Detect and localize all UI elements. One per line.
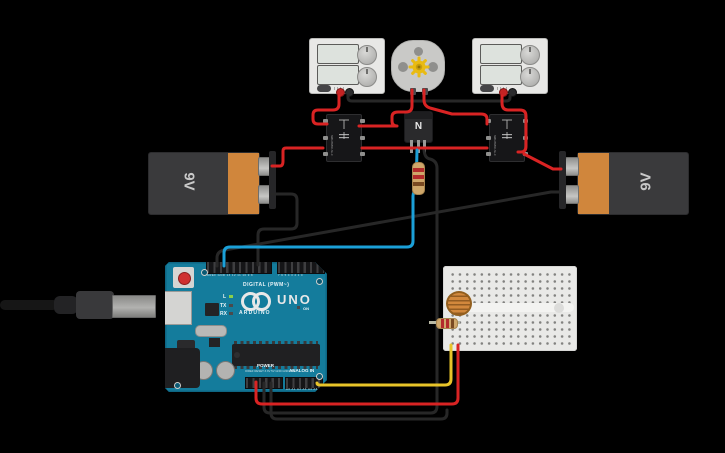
wire-blue-pin13-to-transistor[interactable] <box>222 148 419 268</box>
current-knob[interactable] <box>357 67 377 87</box>
led-rx-icon <box>229 312 233 315</box>
digital-section-label: DIGITAL (PWM~) <box>243 282 290 288</box>
digital-pin-labels-a: AREF GND 13 12 11 10 9 8 <box>207 274 254 277</box>
chip-notch <box>234 352 240 358</box>
motor-screw-hole <box>414 47 423 56</box>
breadboard-logo <box>554 303 564 313</box>
motor-screw-hole <box>398 62 408 72</box>
relay-spdt-left[interactable]: SRD-05VDC-SL-C <box>323 114 365 162</box>
resistor-gate[interactable] <box>412 162 425 195</box>
voltage-knob[interactable] <box>520 45 540 65</box>
barrel-jack[interactable] <box>165 348 200 388</box>
led-l-icon <box>229 295 233 298</box>
on-led-label: ON <box>303 306 309 311</box>
capacitor <box>216 361 235 380</box>
usb-plug-body[interactable] <box>76 291 114 319</box>
power-supply-left[interactable] <box>309 38 385 97</box>
crystal-oscillator <box>195 325 227 337</box>
breadboard-groove <box>446 303 574 312</box>
wire-red-battery-left-positive[interactable] <box>270 146 325 168</box>
power-supply-right[interactable] <box>472 38 548 97</box>
wire-black-psu-to-psu[interactable] <box>346 94 512 103</box>
arduino-uno-board[interactable]: AREF GND 13 12 11 10 9 8 7 6 5 4 3 2 1 0… <box>165 262 327 392</box>
photoresistor-ldr[interactable] <box>446 291 472 316</box>
nmos-transistor[interactable]: N <box>404 111 433 143</box>
atmega328-chip <box>232 344 320 366</box>
arduino-logo-icon <box>252 292 271 311</box>
analog-header[interactable] <box>285 377 323 389</box>
battery-left-snap-plate <box>269 151 276 209</box>
smd-component <box>209 338 220 347</box>
usb-port[interactable] <box>165 291 192 325</box>
reset-button[interactable] <box>173 267 194 288</box>
led-l-label: L <box>223 294 227 300</box>
arduino-model: UNO <box>277 292 312 307</box>
relay-spdt-right[interactable]: SRD-05VDC-SL-C <box>486 114 528 162</box>
current-knob[interactable] <box>520 67 540 87</box>
relay-marking: SRD-05VDC-SL-C <box>493 135 496 156</box>
mounting-hole <box>316 278 323 285</box>
battery-9v-right[interactable] <box>577 152 689 215</box>
negative-terminal[interactable] <box>508 88 517 97</box>
relay-print <box>339 119 349 139</box>
power-section-label: POWER <box>257 363 275 368</box>
transistor-label: N <box>414 121 423 132</box>
mini-breadboard[interactable] <box>443 266 577 351</box>
wire-black-battery-left-negative[interactable] <box>256 192 299 267</box>
battery-cap-band <box>578 153 609 214</box>
mounting-hole <box>316 373 323 380</box>
wire-black-gnd-2[interactable] <box>269 381 449 421</box>
analog-section-label: ANALOG IN <box>289 368 315 373</box>
transistor-heatsink-tab <box>405 112 432 119</box>
led-rx-label: RX <box>220 311 227 317</box>
wire-red-psu-left-positive[interactable] <box>311 94 341 126</box>
analog-pin-labels: A0 A1 A2 A3 A4 A5 <box>286 388 318 391</box>
resistor-ldr-divider[interactable] <box>436 318 458 329</box>
wire-red-motor-left[interactable] <box>357 88 414 128</box>
usb-strain-relief <box>54 296 78 314</box>
wire-red-motor-right[interactable] <box>422 88 489 126</box>
mounting-hole <box>174 382 181 389</box>
wire-yellow-a5-to-breadboard[interactable] <box>315 343 453 387</box>
wire-black-transistor-to-gnd[interactable] <box>262 146 439 415</box>
power-pin-labels: IOREF RESET 3.3V 5V GND GND VIN <box>245 370 295 373</box>
arduino-brand: ARDUINO <box>239 310 271 316</box>
breadboard-holes-bottom <box>449 312 573 347</box>
gear-icon <box>408 56 430 78</box>
chip-pins <box>234 366 318 369</box>
digital-pin-labels-b: 7 6 5 4 3 2 1 0 <box>278 274 304 277</box>
relay-marking: SRD-05VDC-SL-C <box>330 135 333 156</box>
mounting-hole <box>201 269 208 276</box>
usb-cable[interactable] <box>0 300 58 310</box>
battery-right-snap-plate <box>559 151 566 209</box>
reset-button-cap[interactable] <box>178 272 191 285</box>
resistor-lead <box>429 321 437 324</box>
chip-pins <box>234 341 318 344</box>
usb-plug-metal-shell <box>112 295 156 318</box>
voltage-regulator-chip <box>205 303 219 316</box>
power-button[interactable] <box>317 85 331 92</box>
power-button[interactable] <box>480 85 494 92</box>
battery-cap-band <box>228 153 259 214</box>
voltage-knob[interactable] <box>357 45 377 65</box>
on-led-icon <box>297 306 300 309</box>
led-tx-icon <box>229 304 233 307</box>
battery-9v-left[interactable] <box>148 152 260 215</box>
wire-red-relay-to-battery-right[interactable] <box>522 152 563 171</box>
wire-red-5v-to-breadboard[interactable] <box>254 343 460 406</box>
relay-print <box>502 119 512 139</box>
motor-screw-hole <box>428 62 438 72</box>
led-tx-label: TX <box>220 303 227 309</box>
wire-red-psu-right-positive[interactable] <box>500 94 528 154</box>
